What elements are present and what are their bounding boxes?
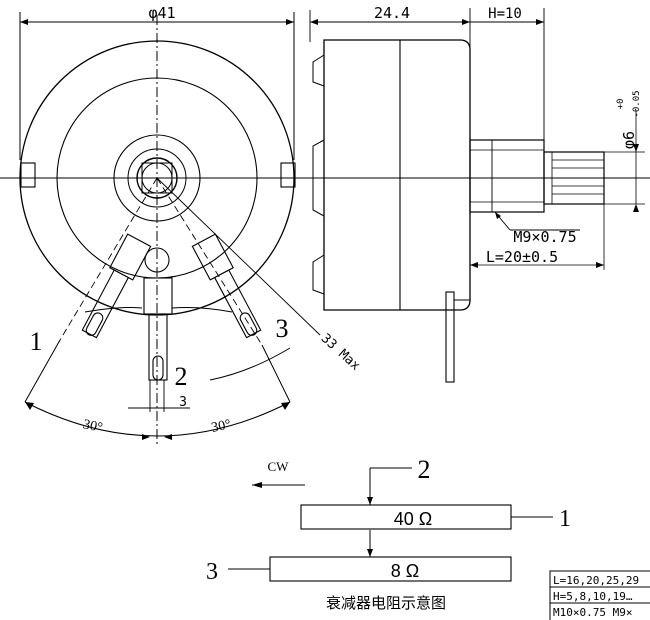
len-arrow-left — [310, 19, 318, 25]
thread-label: M9×0.75 — [513, 228, 576, 246]
radial-line-left — [59, 177, 158, 341]
terminal-2 — [143, 277, 173, 381]
shaft-dia-arrow-top — [633, 144, 639, 152]
upper-terminal-label: 1 — [559, 506, 571, 532]
spec-table: L=16,20,25,29 H=5,8,10,19… M10×0.75 M9× — [549, 570, 650, 620]
back-tab-2 — [312, 139, 325, 217]
spec-row-2: H=5,8,10,19… — [553, 590, 633, 603]
shaft-len-arrow-right — [596, 262, 604, 268]
bushing — [469, 139, 545, 213]
shaft-circle — [136, 157, 178, 199]
spec-row-3: M10×0.75 M9× — [553, 606, 632, 619]
diameter-label: φ41 — [148, 4, 175, 22]
back-tab-1 — [312, 54, 325, 87]
attenuator-schematic: CW 2 40 Ω 1 8 Ω 3 衰减器电阻示意图 — [206, 455, 571, 612]
angle-arc — [24, 401, 291, 437]
right-mounting-slot — [280, 162, 296, 188]
shaft-tol-upper: +0 — [616, 99, 626, 110]
dia-arrow-right — [286, 19, 294, 25]
shaft — [543, 151, 605, 205]
body-length-label: 24.4 — [374, 4, 410, 22]
height-label: H=10 — [488, 6, 522, 22]
outer-body-circle — [19, 40, 295, 316]
terminal-base-arc-right — [171, 307, 233, 313]
terminal-1-label: 1 — [30, 327, 43, 356]
angle-arrow-right — [281, 402, 290, 410]
spec-row-1: L=16,20,25,29 — [553, 574, 639, 587]
angle-ext-left — [24, 339, 61, 403]
upper-resistor-value: 40 Ω — [394, 509, 432, 529]
thread-circle — [127, 148, 187, 208]
body-outline — [323, 39, 471, 311]
schematic-caption: 衰减器电阻示意图 — [326, 594, 446, 612]
angle-arc-upper-right — [209, 347, 291, 381]
h-arrow-right — [536, 19, 544, 25]
dia-arrow-left — [20, 19, 28, 25]
angle-left-label: 30° — [82, 417, 104, 436]
wiper-arrow-lower — [367, 549, 373, 557]
back-tab-3 — [312, 254, 325, 295]
thread-leader-arrow — [495, 212, 501, 219]
shaft-dia-arrow-bottom — [633, 204, 639, 212]
angle-arrow-center-r — [164, 434, 172, 440]
len-arrow-mid — [462, 19, 470, 25]
shaft-flat-square — [141, 162, 173, 194]
radial-line-max — [156, 177, 321, 336]
angle-arrow-center-l — [142, 434, 150, 440]
left-mounting-slot — [20, 162, 36, 188]
wiper-terminal-label: 2 — [418, 455, 431, 484]
terminal-3 — [191, 233, 262, 339]
cw-label: CW — [268, 459, 290, 474]
angle-right-label: 30° — [210, 417, 232, 436]
angle-arrow-left — [25, 402, 34, 410]
shaft-diameter-label: φ6 — [620, 131, 638, 149]
angle-max-label: 33 Max — [318, 331, 363, 374]
lower-terminal-label: 3 — [206, 559, 218, 585]
side-view: 24.4 H=10 φ6 +0 -0.05 — [309, 4, 645, 383]
wiper-arrow-upper — [367, 497, 373, 505]
bushing-circle — [113, 134, 201, 222]
terminal-3-label: 3 — [276, 314, 289, 343]
terminal-lead — [445, 291, 455, 383]
shaft-tol-lower: -0.05 — [632, 90, 642, 117]
lower-resistor-value: 8 Ω — [391, 561, 419, 581]
front-view: φ41 — [0, 4, 650, 445]
terminal-base-arc-left — [84, 307, 143, 313]
terminal-1 — [81, 233, 152, 339]
radial-line-right — [156, 177, 263, 346]
terminal-2-label: 2 — [175, 362, 188, 391]
spec-table-frame — [549, 570, 650, 620]
shaft-length-label: L=20±0.5 — [486, 248, 558, 266]
angle-ext-right — [261, 344, 291, 403]
locator-hole — [144, 247, 170, 273]
shaft-len-arrow-left — [470, 262, 478, 268]
cw-arrow-head — [252, 482, 262, 488]
dim-3-label: 3 — [179, 395, 187, 410]
